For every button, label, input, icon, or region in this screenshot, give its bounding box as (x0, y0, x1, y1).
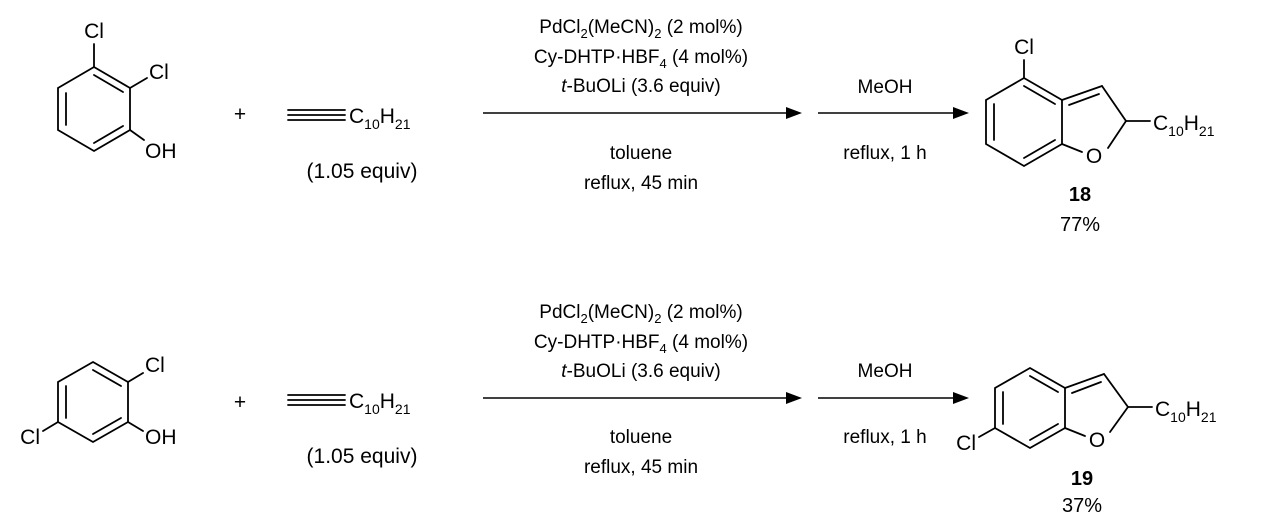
alkyne-dodecyne: C10H21 (287, 105, 411, 132)
reaction-2: Cl Cl OH + C10H21 (1.05 equiv) PdCl2(MeC… (20, 302, 1217, 517)
c-o-bond (129, 129, 145, 141)
substituent-cl-5: Cl (20, 426, 40, 449)
step1-time: reflux, 45 min (584, 457, 698, 478)
substituent-cl-2: Cl (145, 354, 165, 377)
substituent-cl-3: Cl (84, 20, 104, 43)
catalyst: PdCl2(MeCN)2 (2 mol%) (539, 17, 742, 41)
substituent-oh: OH (145, 140, 177, 163)
furan-double-bond (1068, 93, 1100, 106)
product-4-chloro-2-decylbenzofuran: Cl O C10H21 (985, 36, 1215, 168)
alkyl-chain-label: C10H21 (1155, 398, 1217, 425)
step2-time: reflux, 1 h (843, 427, 926, 448)
solvent: toluene (610, 143, 672, 164)
substituent-cl: Cl (956, 432, 976, 455)
substituent-cl: Cl (1014, 36, 1034, 59)
step2-reagent: MeOH (858, 77, 913, 98)
reaction-arrow-step2 (818, 392, 969, 404)
ring-double-bond (93, 74, 124, 93)
ring-double-bond (1029, 423, 1059, 441)
ring-double-bond (1023, 139, 1056, 159)
alkyne-equiv: (1.05 equiv) (307, 445, 418, 468)
catalyst: PdCl2(MeCN)2 (2 mol%) (539, 302, 742, 326)
plus-sign: + (234, 391, 246, 414)
ring-double-bond (92, 417, 122, 435)
alkyne-dodecyne: C10H21 (287, 390, 411, 417)
base: t-BuOLi (3.6 equiv) (561, 76, 720, 97)
plus-sign: + (234, 103, 246, 126)
furan-bond (1103, 373, 1129, 408)
reactant-2-3-dichlorophenol: Cl Cl OH (57, 20, 177, 163)
c-o-bond (127, 421, 144, 432)
furan-double-bond (1071, 381, 1102, 394)
product-6-chloro-2-decylbenzofuran: Cl O C10H21 (956, 366, 1217, 455)
ring-double-bond (1023, 85, 1056, 105)
ring-double-bond (92, 369, 122, 387)
c-cl-bond (978, 427, 996, 438)
substituent-cl-2: Cl (149, 61, 169, 84)
ligand: Cy-DHTP·HBF4 (4 mol%) (534, 47, 748, 71)
reactant-2-5-dichlorophenol: Cl Cl OH (20, 354, 176, 449)
furan-oxygen: O (1086, 145, 1102, 168)
furan-bond (1061, 85, 1103, 101)
furan-bond (1064, 373, 1105, 389)
solvent: toluene (610, 427, 672, 448)
substituent-oh: OH (145, 426, 177, 449)
step2-reagent: MeOH (858, 361, 913, 382)
benzene-ring (57, 360, 129, 444)
c-cl-bond (42, 421, 59, 432)
compound-number: 18 (1069, 184, 1091, 206)
reaction-arrow-step1 (483, 392, 802, 404)
reaction-arrow-step2 (818, 107, 969, 119)
furan-bond (1064, 427, 1086, 437)
furan-oxygen: O (1089, 429, 1105, 452)
furan-bond (1109, 406, 1129, 433)
step1-time: reflux, 45 min (584, 173, 698, 194)
reaction-arrow-step1 (483, 107, 802, 119)
alkyl-chain-label: C10H21 (349, 390, 411, 417)
base: t-BuOLi (3.6 equiv) (561, 361, 720, 382)
compound-number: 19 (1071, 468, 1093, 490)
yield: 37% (1062, 495, 1102, 517)
c-cl-bond (129, 77, 148, 89)
benzofuran-benzene-ring (994, 366, 1066, 450)
alkyl-chain-label: C10H21 (1153, 112, 1215, 139)
c-cl-bond (127, 372, 144, 383)
yield: 77% (1060, 214, 1100, 236)
ring-double-bond (93, 125, 124, 144)
step1-conditions: PdCl2(MeCN)2 (2 mol%) Cy-DHTP·HBF4 (4 mo… (534, 302, 748, 478)
ring-double-bond (1029, 375, 1059, 393)
alkyne-equiv: (1.05 equiv) (307, 160, 418, 183)
furan-bond (1107, 120, 1127, 149)
step1-conditions: PdCl2(MeCN)2 (2 mol%) Cy-DHTP·HBF4 (4 mo… (534, 17, 748, 194)
step2-time: reflux, 1 h (843, 143, 926, 164)
alkyl-chain-label: C10H21 (349, 105, 411, 132)
benzofuran-benzene-ring (985, 76, 1063, 168)
furan-bond (1061, 143, 1083, 153)
reaction-1: Cl Cl OH + C10H21 (1.05 equiv) PdCl2(MeC… (57, 17, 1215, 236)
furan-bond (1101, 85, 1127, 122)
benzene-ring (57, 65, 131, 153)
ligand: Cy-DHTP·HBF4 (4 mol%) (534, 332, 748, 356)
